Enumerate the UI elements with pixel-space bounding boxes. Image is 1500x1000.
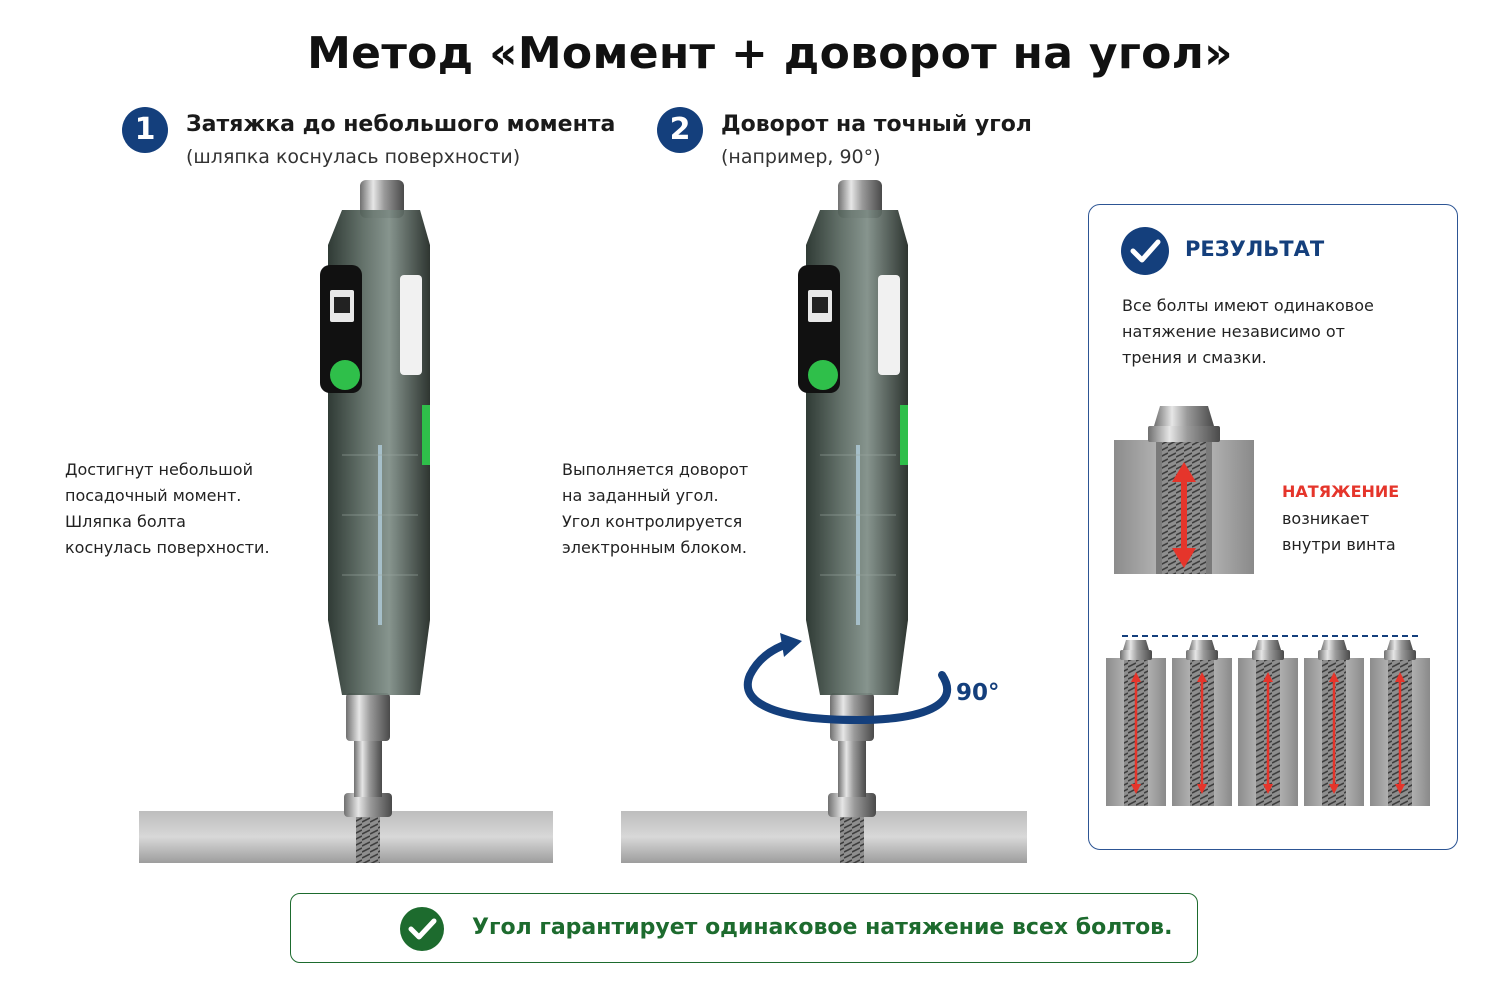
metal-plate	[621, 811, 1027, 863]
bolt-item	[1172, 640, 1232, 806]
green-power-button	[330, 360, 360, 390]
bolt-cross-section	[1114, 406, 1254, 574]
step-2-description-line: Угол контролируется	[562, 512, 743, 531]
rotation-angle-label: 90°	[956, 680, 1000, 706]
bolt-thread	[840, 811, 864, 863]
check-circle-icon	[400, 907, 444, 951]
equal-bolts-row	[1106, 635, 1430, 806]
result-description-line: трения и смазки.	[1122, 348, 1267, 367]
step-2-tool-illustration	[621, 180, 1027, 863]
socket-extension	[838, 735, 866, 797]
bolt-item	[1238, 640, 1298, 806]
step-1-description: Достигнут небольшой посадочный момент. Ш…	[65, 457, 270, 561]
step-2-number-badge: 2	[657, 107, 703, 153]
step-1-number-badge: 1	[122, 107, 168, 153]
bolt-thread	[356, 811, 380, 863]
step-2-description-line: электронным блоком.	[562, 538, 747, 557]
tool-collar	[346, 693, 390, 741]
step-2-description: Выполняется доворот на заданный угол. Уг…	[562, 457, 748, 561]
result-description-line: Все болты имеют одинаковое	[1122, 296, 1374, 315]
bolt-head	[344, 793, 392, 817]
metal-plate	[139, 811, 553, 863]
step-2-subtitle: (например, 90°)	[721, 146, 881, 168]
step-1-description-line: посадочный момент.	[65, 486, 242, 505]
step-1-subtitle: (шляпка коснулась поверхности)	[186, 146, 521, 168]
result-description-line: натяжение независимо от	[1122, 322, 1345, 341]
page-title: Метод «Момент + доворот на угол»	[307, 28, 1233, 79]
result-description: Все болты имеют одинаковое натяжение нез…	[1122, 293, 1374, 371]
result-title: РЕЗУЛЬТАТ	[1185, 237, 1325, 261]
tension-description-line: внутри винта	[1282, 535, 1396, 554]
step-1-description-line: Шляпка болта	[65, 512, 186, 531]
step-1-description-line: коснулась поверхности.	[65, 538, 270, 557]
check-circle-icon	[1121, 227, 1169, 275]
screwdriver-tool	[320, 180, 430, 695]
bolt-item	[1106, 640, 1166, 806]
step-1-title: Затяжка до небольшого момента	[186, 112, 616, 137]
step-2-description-line: на заданный угол.	[562, 486, 719, 505]
socket-extension	[354, 735, 382, 797]
bottom-banner-text: Угол гарантирует одинаковое натяжение вс…	[472, 915, 1173, 940]
tension-description-line: возникает	[1282, 509, 1370, 528]
tension-description: возникает внутри винта	[1282, 506, 1396, 558]
bolt-head	[828, 793, 876, 817]
bolt-item	[1370, 640, 1430, 806]
step-2-description-line: Выполняется доворот	[562, 460, 749, 479]
step-1-description-line: Достигнут небольшой	[65, 460, 253, 479]
green-power-button	[808, 360, 838, 390]
step-1-tool-illustration	[139, 180, 553, 863]
tension-label: НАТЯЖЕНИЕ	[1282, 482, 1400, 501]
step-2-title: Доворот на точный угол	[721, 112, 1032, 137]
screwdriver-tool	[798, 180, 908, 695]
tension-arrow-icon	[1172, 462, 1196, 568]
rotation-arrow-icon	[744, 633, 952, 725]
bolt-item	[1304, 640, 1364, 806]
